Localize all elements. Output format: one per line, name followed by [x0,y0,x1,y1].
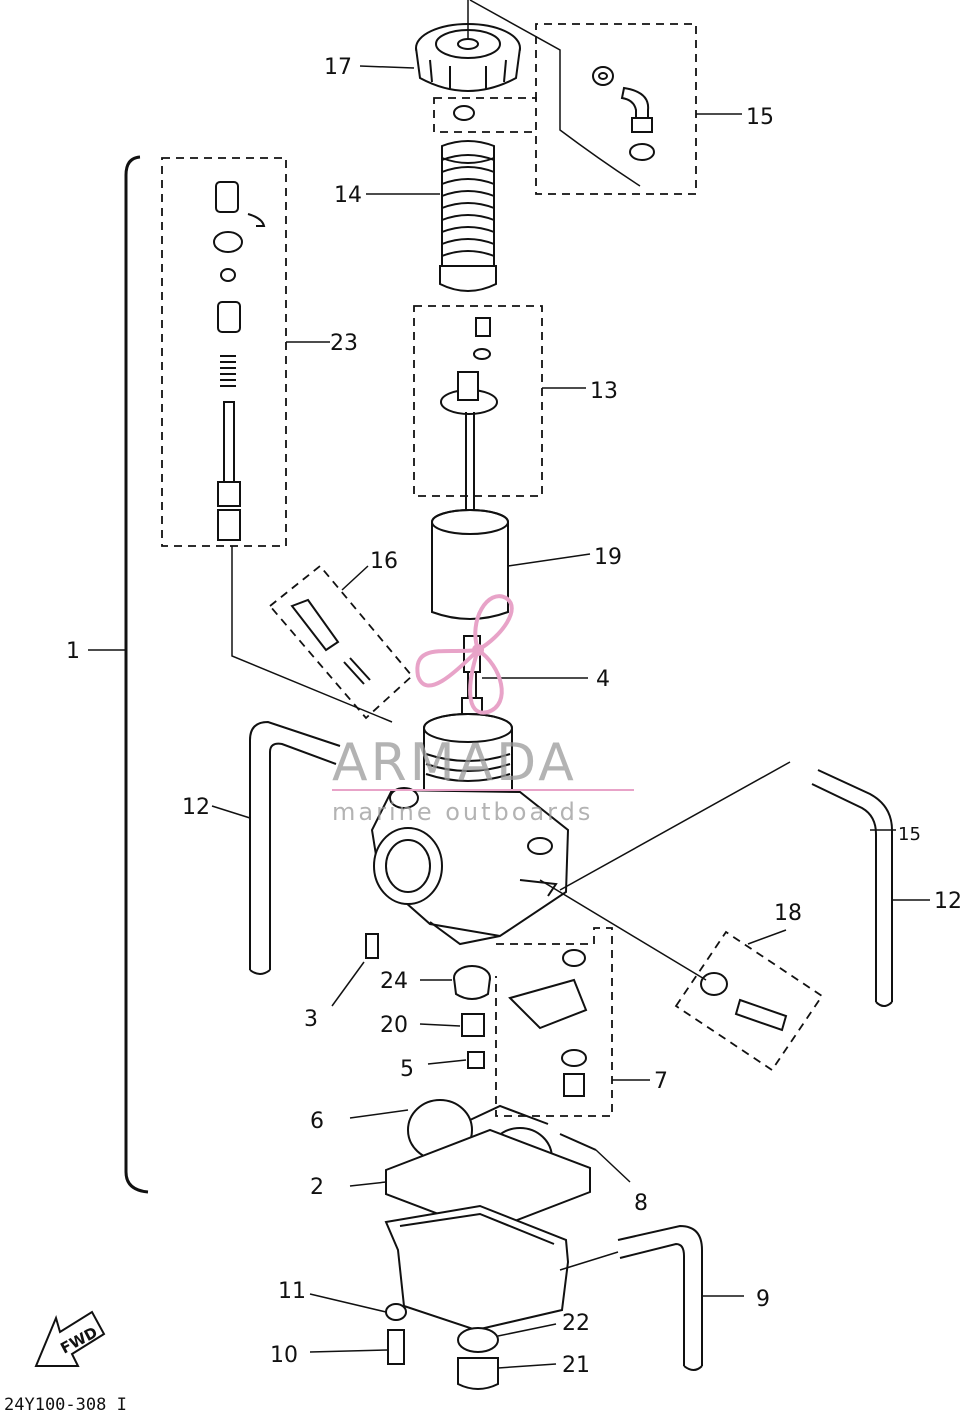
part-7-cover-set [508,949,588,1097]
part-12-tube-left [249,720,341,975]
label-8: 8 [634,1191,648,1216]
label-13: 13 [590,379,618,404]
label-22: 22 [562,1311,590,1336]
part-22-gasket [457,1327,499,1353]
part-20-main-jet [461,1013,485,1037]
label-17: 17 [324,55,352,80]
label-18: 18 [774,901,802,926]
armada-watermark: ARMADA marine outboards [332,594,634,826]
label-2: 2 [310,1175,324,1200]
drawing-code: 24Y100-308 I [4,1395,127,1414]
part-16-pilot-screw [290,598,371,685]
label-6: 6 [310,1109,324,1134]
label-23: 23 [330,331,358,356]
carburetor-body [370,713,570,946]
label-19: 19 [594,545,622,570]
label-5: 5 [400,1057,414,1082]
label-9: 9 [756,1287,770,1312]
watermark-tagline: marine outboards [332,798,593,826]
part-13-needle-holder [440,317,498,540]
label-14: 14 [334,183,362,208]
part-19-throttle-valve [431,509,509,620]
label-24: 24 [380,969,408,994]
label-21: 21 [562,1353,590,1378]
part-23-starter-plunger [213,181,266,541]
part-10-drain-screw [387,1329,405,1365]
label-7: 7 [654,1069,668,1094]
part-15-fitting [592,66,655,161]
part-24-jet-holder [453,965,491,1000]
assembly-bracket [124,155,149,1194]
part-14-spring [439,140,497,292]
float-bowl [384,1204,570,1332]
label-11: 11 [278,1279,306,1304]
label-16: 16 [370,549,398,574]
label-3: 3 [304,1007,318,1032]
label-4: 4 [596,667,610,692]
fwd-arrow: FWD [34,1310,106,1367]
part-9-tube [617,1224,703,1371]
label-15-right: 15 [898,824,921,845]
part-12-tube-right [811,769,893,1007]
part-8-float-pin [559,1133,597,1151]
watermark-propeller-logo [415,594,514,715]
part-18-air-screw [700,972,788,1032]
label-15-top: 15 [746,105,774,130]
part-3-screw [365,933,379,959]
part-21-plug [457,1357,499,1390]
label-12-right: 12 [934,889,962,914]
watermark-brand: ARMADA [332,733,577,793]
label-20: 20 [380,1013,408,1038]
label-10: 10 [270,1343,298,1368]
part-2-gasket [385,1128,591,1234]
part-11-washer [385,1303,407,1321]
label-12-left: 12 [182,795,210,820]
label-1: 1 [66,639,80,664]
part-17-cap [415,23,521,92]
part-5-pilot-jet [467,1051,485,1069]
